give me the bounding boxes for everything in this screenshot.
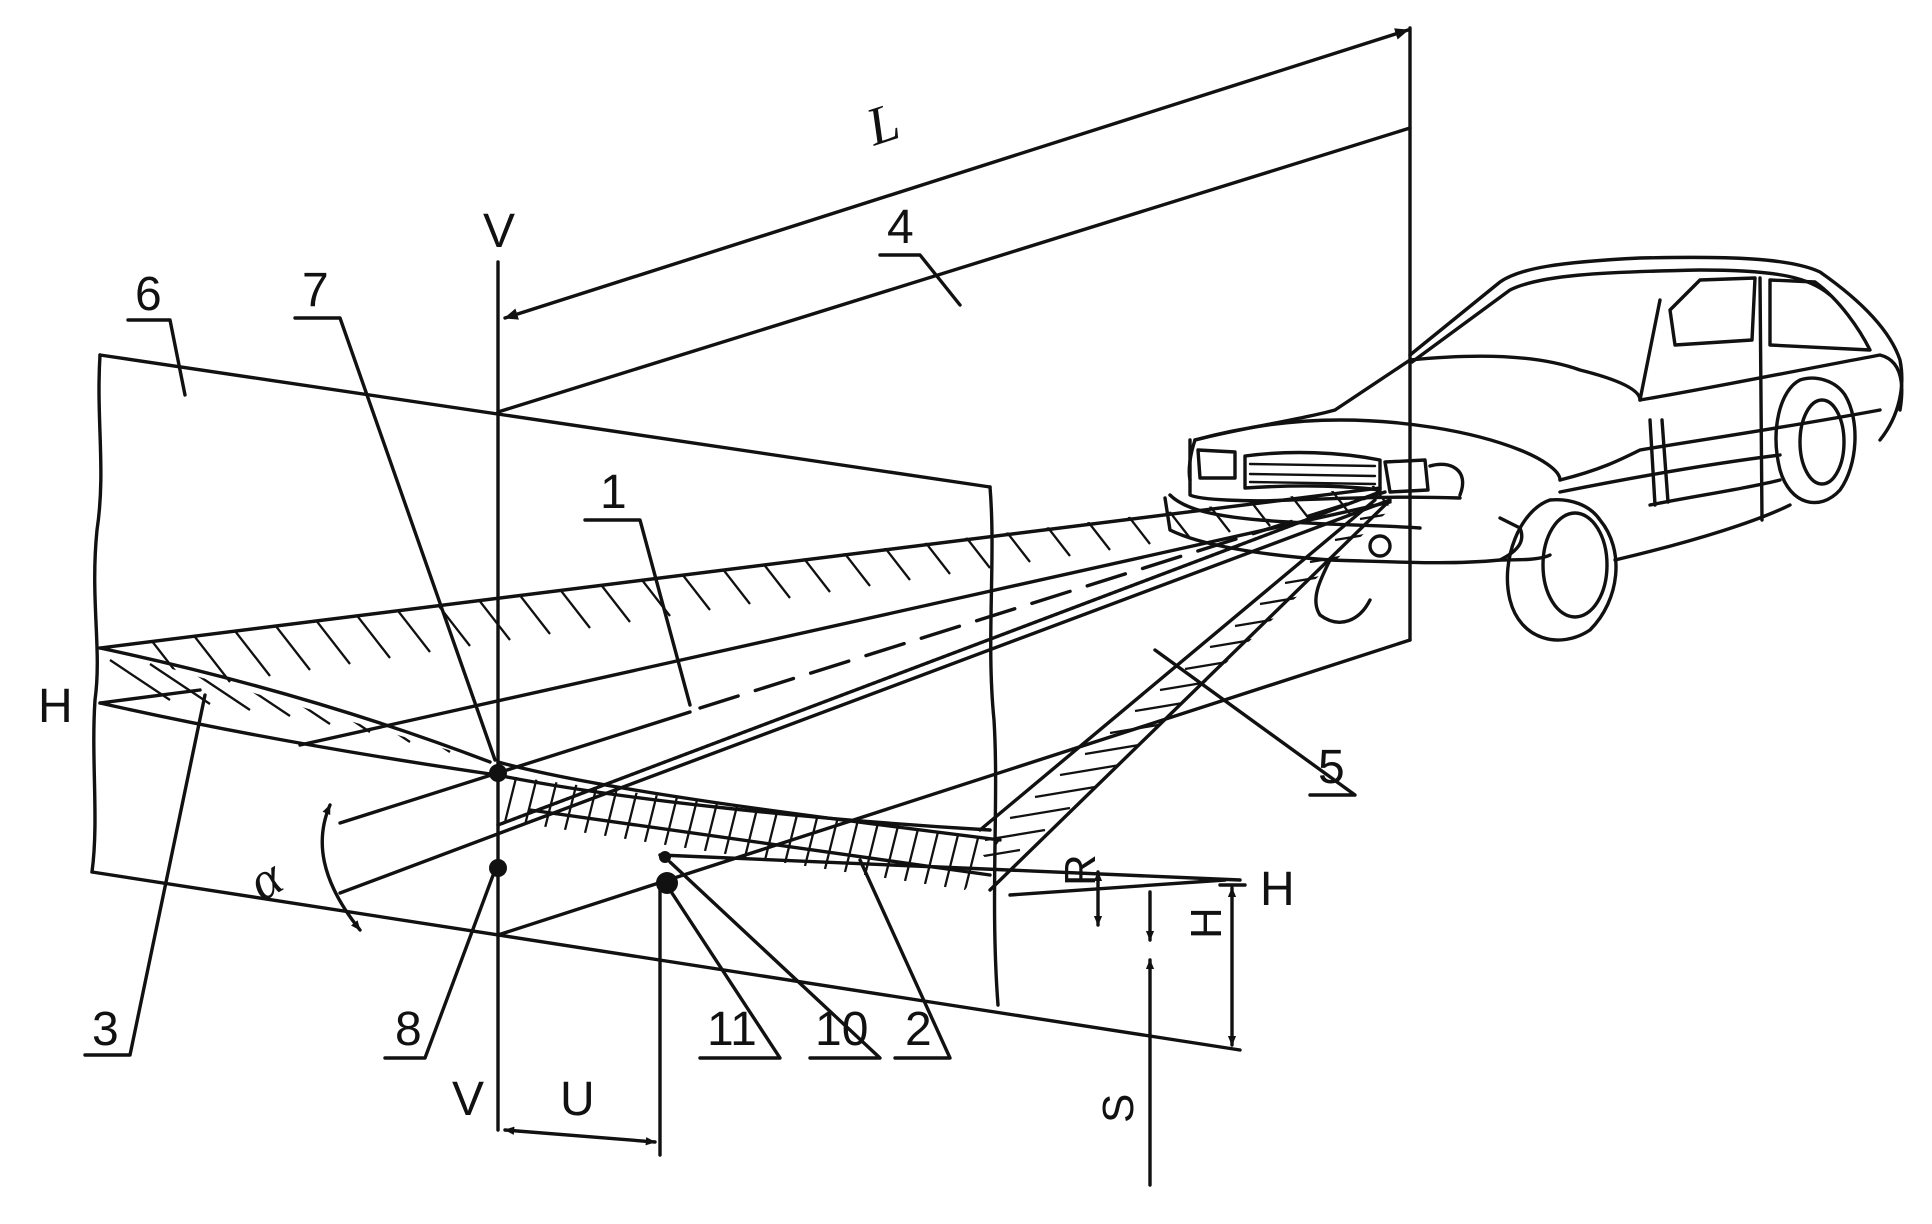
dimensions (503, 870, 1247, 1187)
label-10: 10 (815, 1003, 868, 1056)
label-h-dim: H (1182, 907, 1231, 939)
label-3: 3 (92, 1003, 119, 1056)
label-v-bottom: V (452, 1073, 484, 1126)
label-u: U (560, 1073, 595, 1126)
label-h-right: H (1260, 863, 1295, 916)
point-10 (659, 851, 671, 863)
label-6: 6 (135, 268, 162, 321)
horizontal-lines-h (658, 853, 1242, 897)
light-beam (98, 485, 1400, 892)
labels: 1 2 3 4 5 6 7 8 10 11 V V H H L α U R H … (38, 91, 1345, 1126)
label-1: 1 (600, 466, 627, 519)
leaders (83, 253, 1357, 1060)
label-8: 8 (395, 1003, 422, 1056)
point-7 (489, 764, 507, 782)
label-11: 11 (707, 1003, 757, 1056)
car-illustration (1163, 255, 1904, 642)
screen-6 (90, 353, 1242, 1052)
label-4: 4 (887, 201, 914, 254)
headlight-axis-1 (338, 490, 1392, 895)
label-r: R (1056, 854, 1105, 886)
label-l: L (858, 91, 906, 158)
label-h-left: H (38, 680, 73, 733)
label-7: 7 (302, 264, 329, 317)
label-2: 2 (905, 1003, 932, 1056)
label-v-top: V (483, 205, 515, 258)
label-s: S (1094, 1094, 1143, 1123)
distance-dimension-l (503, 28, 1410, 320)
label-5: 5 (1318, 741, 1345, 794)
angle-alpha (320, 803, 362, 932)
reference-points (489, 764, 678, 894)
